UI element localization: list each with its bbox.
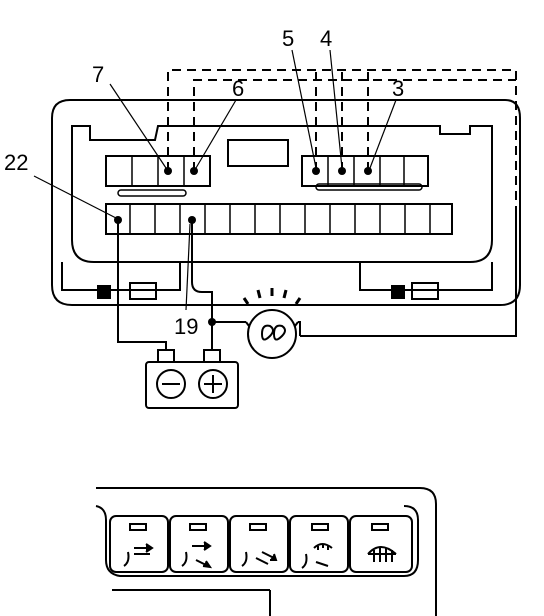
label-pin-5: 5 bbox=[282, 26, 294, 51]
probe-wire-solid bbox=[300, 215, 517, 337]
label-pin-4: 4 bbox=[320, 26, 332, 51]
label-pin-6: 6 bbox=[232, 76, 244, 101]
label-pin-22: 22 bbox=[4, 150, 28, 175]
switch-panel-housing bbox=[95, 487, 437, 616]
connector-housing bbox=[51, 99, 521, 306]
battery-wires bbox=[117, 220, 301, 352]
label-pin-19: 19 bbox=[174, 314, 198, 339]
test-lamp-icon bbox=[242, 288, 302, 359]
mode-button-defrost[interactable] bbox=[349, 515, 413, 573]
label-pin-7: 7 bbox=[92, 62, 104, 87]
floor-icon bbox=[241, 551, 278, 567]
switch-panel-buttons bbox=[109, 515, 413, 573]
switch-icons bbox=[123, 541, 397, 569]
mode-button-floor[interactable] bbox=[229, 515, 289, 573]
mode-button-bi-level[interactable] bbox=[169, 515, 229, 573]
vent-face-icon bbox=[123, 543, 154, 567]
lower-pin-row bbox=[105, 203, 453, 235]
probe-wires-dashed bbox=[167, 69, 517, 215]
leader-lines bbox=[33, 49, 397, 311]
floor-defrost-icon bbox=[301, 543, 333, 569]
battery-negative-terminal bbox=[156, 369, 186, 399]
junction-dot bbox=[208, 318, 216, 326]
upper-pin-row bbox=[105, 155, 429, 197]
defrost-icon bbox=[367, 546, 397, 562]
battery-icon bbox=[145, 349, 239, 409]
mode-button-floor-defrost[interactable] bbox=[289, 515, 349, 573]
mode-button-vent[interactable] bbox=[109, 515, 169, 573]
bi-level-icon bbox=[181, 541, 213, 569]
battery-positive-terminal bbox=[198, 369, 228, 399]
label-pin-3: 3 bbox=[392, 76, 404, 101]
